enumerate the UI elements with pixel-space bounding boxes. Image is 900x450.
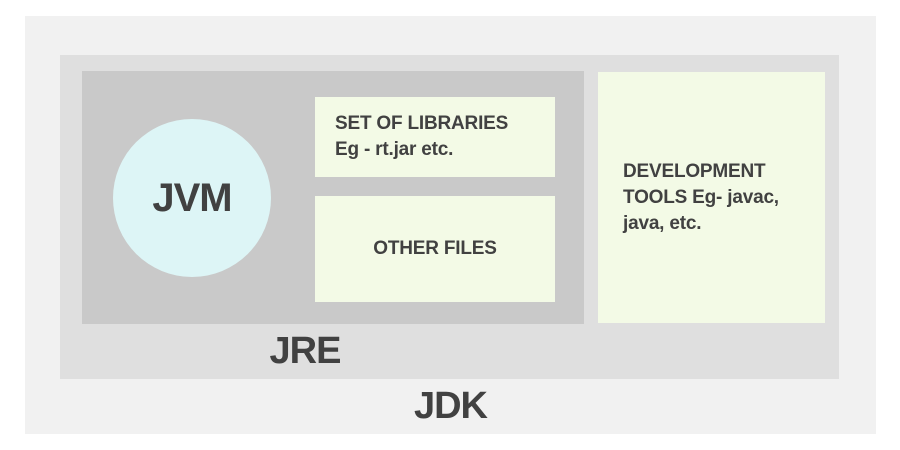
jre-container: JVM SET OF LIBRARIES Eg - rt.jar etc. OT… — [60, 55, 839, 379]
set-of-libraries-line-1: SET OF LIBRARIES — [335, 113, 509, 134]
jvm-libraries-container: JVM SET OF LIBRARIES Eg - rt.jar etc. OT… — [82, 71, 584, 324]
development-tools-line-3: java, etc. — [623, 212, 702, 234]
jre-label: JRE — [269, 330, 342, 372]
other-files-label: OTHER FILES — [373, 238, 497, 259]
set-of-libraries-box: SET OF LIBRARIES Eg - rt.jar etc. — [315, 97, 555, 177]
development-tools-line-1: DEVELOPMENT — [623, 160, 766, 182]
development-tools-line-2: TOOLS Eg- javac, — [623, 186, 779, 208]
jdk-label: JDK — [413, 385, 488, 427]
other-files-box: OTHER FILES — [315, 196, 555, 302]
jvm-label: JVM — [152, 175, 232, 220]
jvm-circle: JVM — [113, 119, 271, 277]
set-of-libraries-line-2: Eg - rt.jar etc. — [335, 139, 454, 160]
development-tools-box: DEVELOPMENT TOOLS Eg- javac, java, etc. — [598, 72, 825, 323]
jdk-container: JVM SET OF LIBRARIES Eg - rt.jar etc. OT… — [25, 16, 876, 434]
